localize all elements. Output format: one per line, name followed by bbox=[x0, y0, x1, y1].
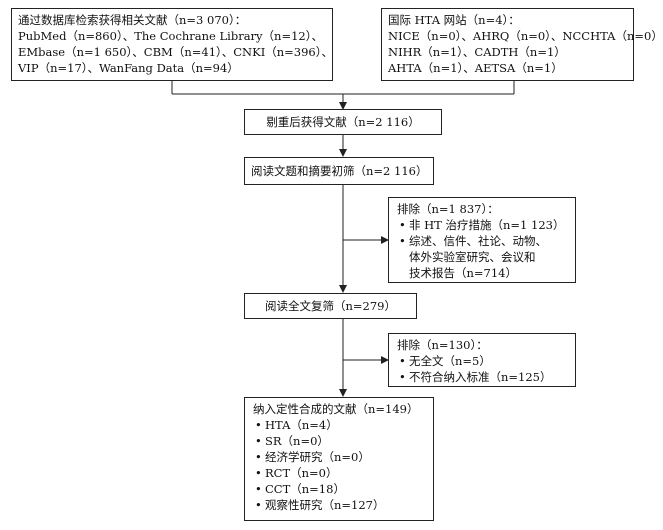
db-search-line: PubMed（n=860）、The Cochrane Library（n=12）… bbox=[18, 29, 323, 43]
exclude2-item: 不符合纳入标准（n=125） bbox=[397, 369, 567, 385]
hta-sites-line: AHTA（n=1）、AETSA（n=1） bbox=[388, 61, 563, 75]
db-search-box: 通过数据库检索获得相关文献（n=3 070）： PubMed（n=860）、Th… bbox=[11, 8, 333, 81]
hta-sites-line: NIHR（n=1）、CADTH（n=1） bbox=[388, 45, 566, 59]
db-search-line: EMbase（n=1 650）、CBM（n=41）、CNKI（n=396）、 bbox=[18, 45, 333, 59]
fulltext-box: 阅读全文复筛（n=279） bbox=[244, 293, 417, 319]
included-list: HTA（n=4） SR（n=0） 经济学研究（n=0） RCT（n=0） CCT… bbox=[253, 417, 425, 513]
db-search-line: VIP（n=17）、WanFang Data（n=94） bbox=[18, 61, 239, 75]
hta-sites-box: 国际 HTA 网站（n=4）： NICE（n=0）、AHRQ（n=0）、NCCH… bbox=[381, 8, 663, 81]
exclude2-title: 排除（n=130）： bbox=[397, 338, 488, 352]
exclude1-list: 非 HT 治疗措施（n=1 123） 综述、信件、社论、动物、 bbox=[397, 217, 567, 249]
included-item: 观察性研究（n=127） bbox=[253, 497, 425, 513]
screen-box: 阅读文题和摘要初筛（n=2 116） bbox=[244, 157, 434, 185]
exclude1-box: 排除（n=1 837）： 非 HT 治疗措施（n=1 123） 综述、信件、社论… bbox=[388, 197, 576, 283]
included-item: CCT（n=18） bbox=[253, 481, 425, 497]
dedup-box: 剔重后获得文献（n=2 116） bbox=[244, 109, 442, 135]
exclude1-item: 非 HT 治疗措施（n=1 123） bbox=[397, 217, 567, 233]
included-item: 经济学研究（n=0） bbox=[253, 449, 425, 465]
dedup-label: 剔重后获得文献（n=2 116） bbox=[266, 115, 420, 129]
screen-label: 阅读文题和摘要初筛（n=2 116） bbox=[251, 164, 428, 178]
included-item: RCT（n=0） bbox=[253, 465, 425, 481]
exclude1-item: 综述、信件、社论、动物、 bbox=[397, 233, 567, 249]
included-item: HTA（n=4） bbox=[253, 417, 425, 433]
included-box: 纳入定性合成的文献（n=149） HTA（n=4） SR（n=0） 经济学研究（… bbox=[244, 397, 434, 521]
exclude1-title: 排除（n=1 837）： bbox=[397, 202, 499, 216]
exclude1-continuation: 技术报告（n=714） bbox=[409, 266, 517, 280]
exclude2-list: 无全文（n=5） 不符合纳入标准（n=125） bbox=[397, 353, 567, 385]
db-search-line: 通过数据库检索获得相关文献（n=3 070）： bbox=[18, 13, 247, 27]
included-title: 纳入定性合成的文献（n=149） bbox=[253, 402, 419, 416]
flow-connectors bbox=[171, 81, 515, 397]
fulltext-label: 阅读全文复筛（n=279） bbox=[265, 299, 396, 313]
included-item: SR（n=0） bbox=[253, 433, 425, 449]
exclude2-box: 排除（n=130）： 无全文（n=5） 不符合纳入标准（n=125） bbox=[388, 333, 576, 387]
exclude1-continuation: 体外实验室研究、会议和 bbox=[409, 250, 536, 264]
exclude2-item: 无全文（n=5） bbox=[397, 353, 567, 369]
hta-sites-line: NICE（n=0）、AHRQ（n=0）、NCCHTA（n=0） bbox=[388, 29, 663, 43]
hta-sites-line: 国际 HTA 网站（n=4）： bbox=[388, 13, 520, 27]
